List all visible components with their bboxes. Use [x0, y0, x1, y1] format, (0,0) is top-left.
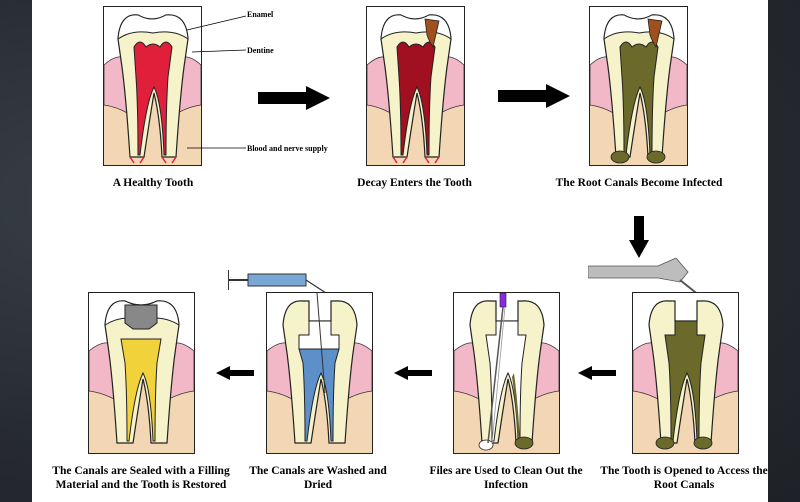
caption-files: Files are Used to Clean Out the Infectio… [429, 465, 583, 491]
caption-opened: The Tooth is Opened to Access the Root C… [600, 465, 768, 491]
infected-tooth-illustration [590, 14, 687, 165]
stage-decay-frame [366, 6, 465, 166]
caption-infected: The Root Canals Become Infected [555, 177, 723, 189]
arrow-left-2 [394, 366, 432, 380]
diagram-panel: Enamel Dentine Blood and nerve supply A … [32, 0, 768, 502]
label-blood-nerve: Blood and nerve supply [247, 144, 328, 153]
stage-opened-frame [632, 292, 739, 454]
files-tooth-illustration [454, 293, 559, 453]
decay-tooth-illustration [367, 14, 464, 165]
stage-infected-frame [589, 6, 688, 166]
label-enamel: Enamel [247, 10, 274, 19]
stage-sealed-frame [88, 292, 195, 454]
arrow-left-1 [578, 366, 616, 380]
washed-tooth-illustration [267, 293, 372, 453]
sealed-tooth-illustration [89, 300, 194, 453]
arrow-right-2 [498, 84, 570, 108]
caption-healthy: A Healthy Tooth [112, 177, 194, 189]
label-pointer-lines [186, 15, 247, 149]
drill-icon [588, 258, 701, 297]
arrow-left-3 [216, 366, 254, 380]
healthy-tooth-illustration [104, 14, 201, 165]
stage-files-frame [453, 292, 560, 454]
arrow-down [629, 216, 649, 258]
caption-decay: Decay Enters the Tooth [357, 177, 472, 189]
caption-sealed: The Canals are Sealed with a Filling Mat… [52, 465, 230, 491]
caption-washed: The Canals are Washed and Dried [249, 465, 387, 491]
stage-healthy-frame [103, 6, 202, 166]
opened-tooth-illustration [633, 300, 738, 453]
stage-washed-frame [266, 292, 373, 454]
label-dentine: Dentine [247, 46, 274, 55]
arrow-right-1 [258, 86, 330, 110]
